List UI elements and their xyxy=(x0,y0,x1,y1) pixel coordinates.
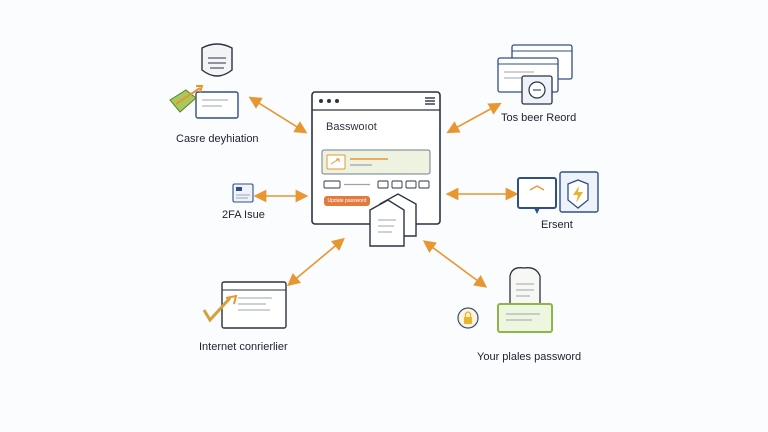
small-control xyxy=(323,180,341,189)
small-control xyxy=(418,180,430,189)
lightning-icon xyxy=(573,186,583,203)
label-mid-left: 2FA Isue xyxy=(222,209,265,221)
label-mid-right: Ersent xyxy=(541,219,573,231)
password-field xyxy=(321,149,431,175)
update-password-button[interactable]: Update password xyxy=(324,196,370,206)
key-icon xyxy=(330,158,340,165)
center-window-title: Basswoıot xyxy=(326,121,377,133)
shield-document-icon xyxy=(369,193,417,247)
small-control xyxy=(377,180,389,189)
lightning-badge-icon xyxy=(517,171,599,214)
lock-card-icon xyxy=(457,267,553,333)
arrow-top-left xyxy=(248,96,308,134)
shield-document-icon xyxy=(169,43,239,119)
window-dot-icon xyxy=(335,99,339,103)
hamburger-menu-icon xyxy=(425,97,435,105)
label-bottom-right: Your plales password xyxy=(477,351,582,363)
label-top-left: Casre deyhiation xyxy=(176,133,259,145)
arrow-bottom-right xyxy=(422,240,488,288)
stacked-windows-icon xyxy=(497,44,573,105)
window-dot-icon xyxy=(319,99,323,103)
arrow-top-right xyxy=(446,102,502,134)
label-top-right: Tos beer Reord xyxy=(501,112,577,124)
browser-check-icon xyxy=(202,281,287,329)
small-control xyxy=(405,180,417,189)
arrow-bottom-left xyxy=(287,237,345,287)
label-bottom-left: Internet conrierlier xyxy=(199,341,288,353)
small-control xyxy=(391,180,403,189)
small-form-icon xyxy=(232,183,254,203)
padlock-icon xyxy=(464,317,472,324)
center-browser-window xyxy=(311,91,441,225)
window-dot-icon xyxy=(327,99,331,103)
